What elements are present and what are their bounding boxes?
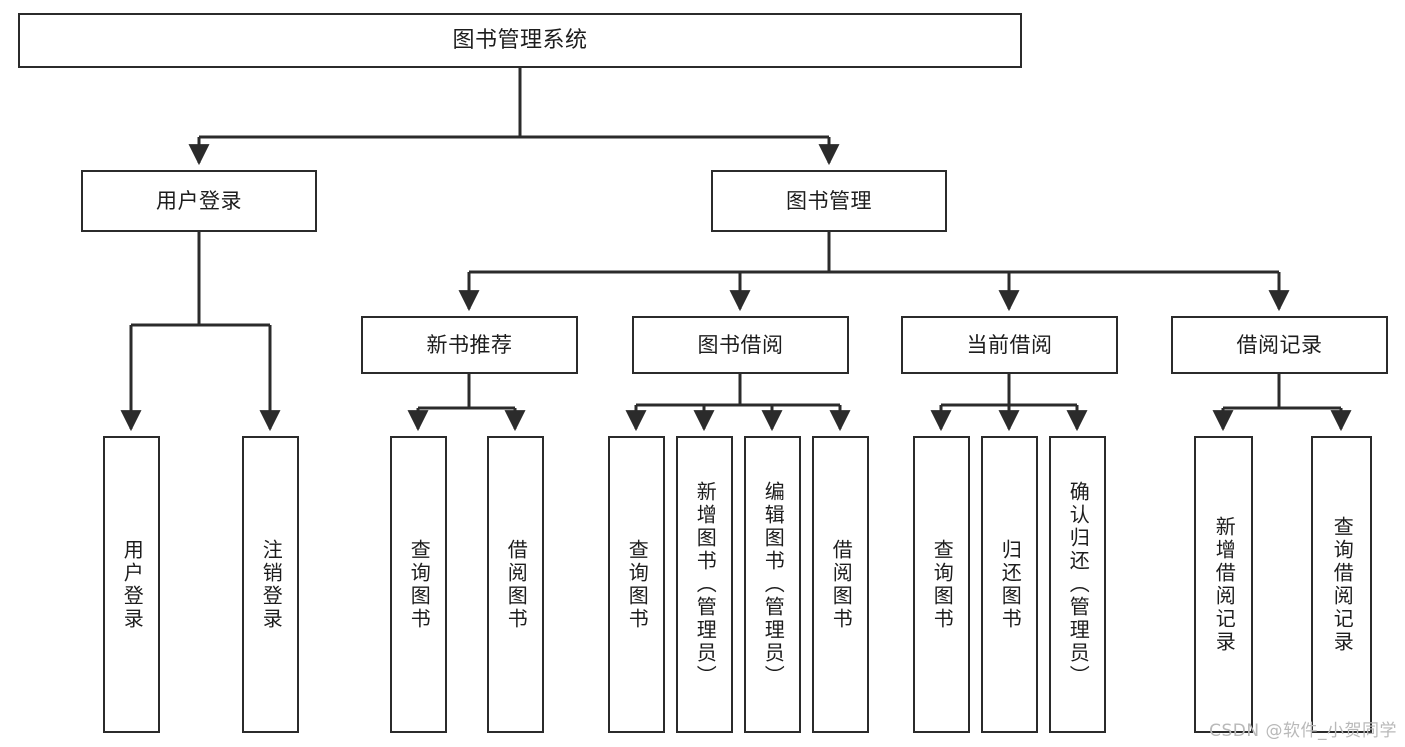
node-label: 图书借阅: [697, 332, 784, 357]
leaf-new-book-borrow-book[interactable]: 借阅图书: [487, 436, 544, 733]
leaf-current-borrow-return-book[interactable]: 归还图书: [981, 436, 1038, 733]
node-label: 编辑图书（管理员）: [761, 481, 786, 688]
node-book-borrow[interactable]: 图书借阅: [632, 316, 849, 374]
leaf-current-borrow-confirm-return-admin[interactable]: 确认归还（管理员）: [1049, 436, 1106, 733]
node-label: 查询图书: [407, 538, 432, 631]
leaf-book-borrow-query-book[interactable]: 查询图书: [608, 436, 665, 733]
node-new-book-recommend[interactable]: 新书推荐: [361, 316, 578, 374]
node-label: 当前借阅: [966, 332, 1053, 357]
node-label: 用户登录: [156, 188, 242, 213]
node-book-management[interactable]: 图书管理: [711, 170, 947, 232]
leaf-book-borrow-borrow-book[interactable]: 借阅图书: [812, 436, 869, 733]
node-label: 查询图书: [930, 538, 955, 631]
node-label: 归还图书: [998, 538, 1023, 631]
leaf-book-borrow-add-book-admin[interactable]: 新增图书（管理员）: [676, 436, 733, 733]
node-borrow-record[interactable]: 借阅记录: [1171, 316, 1388, 374]
csdn-watermark: CSDN @软件_小贺同学: [1209, 721, 1397, 741]
node-label: 注销登录: [259, 538, 284, 631]
leaf-user-login-login[interactable]: 用户登录: [103, 436, 160, 733]
node-label: 新增图书（管理员）: [693, 481, 718, 688]
node-label: 新增借阅记录: [1212, 515, 1237, 654]
node-label: 借阅图书: [829, 538, 854, 631]
node-label: 图书管理: [786, 188, 872, 213]
node-label: 查询借阅记录: [1330, 515, 1355, 654]
node-root-book-management-system[interactable]: 图书管理系统: [18, 13, 1022, 68]
leaf-user-login-logout[interactable]: 注销登录: [242, 436, 299, 733]
leaf-new-book-query-book[interactable]: 查询图书: [390, 436, 447, 733]
node-label: 借阅记录: [1236, 332, 1323, 357]
node-current-borrow[interactable]: 当前借阅: [901, 316, 1118, 374]
leaf-borrow-record-query-record[interactable]: 查询借阅记录: [1311, 436, 1372, 733]
leaf-book-borrow-edit-book-admin[interactable]: 编辑图书（管理员）: [744, 436, 801, 733]
node-label: 确认归还（管理员）: [1066, 481, 1091, 688]
node-user-login[interactable]: 用户登录: [81, 170, 317, 232]
node-label: 用户登录: [120, 538, 145, 631]
leaf-current-borrow-query-book[interactable]: 查询图书: [913, 436, 970, 733]
node-label: 借阅图书: [504, 538, 529, 631]
node-label: 查询图书: [625, 538, 650, 631]
leaf-borrow-record-add-record[interactable]: 新增借阅记录: [1194, 436, 1253, 733]
node-label: 图书管理系统: [452, 27, 588, 53]
node-label: 新书推荐: [426, 332, 513, 357]
